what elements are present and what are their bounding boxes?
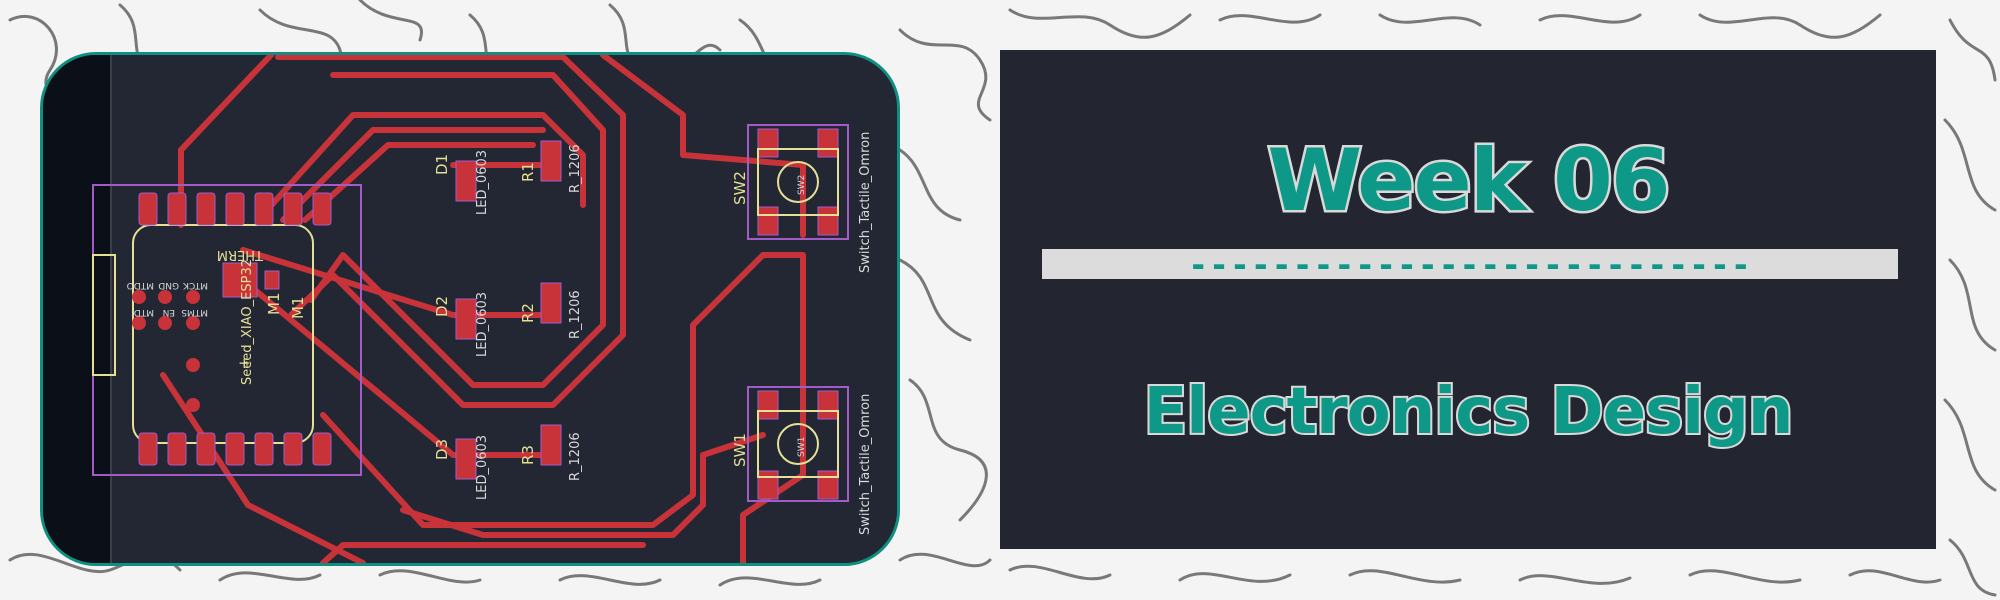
value-d3: LED_0603 [475, 435, 490, 500]
value-r3: R_1206 [568, 432, 583, 481]
switch-courtyards [747, 124, 849, 502]
switch-label-sw2: SW2 [797, 175, 807, 195]
value-d1: LED_0603 [475, 150, 490, 215]
heading-divider: --------------------------- [1042, 244, 1898, 284]
value-m1: Seeed_XIAO_ESP32 [240, 259, 255, 385]
ref-r3: R3 [519, 445, 537, 465]
pin-label-2: GND [158, 280, 179, 290]
pcb-board: D1 LED_0603 D2 LED_0603 D3 LED_0603 R1 R… [43, 55, 897, 563]
divider-dashes: --------------------------- [1188, 244, 1752, 284]
value-sw1: Switch_Tactile_Omron [858, 394, 873, 535]
topic-subheading: Electronics Design [1142, 375, 1796, 449]
switch-label-sw1: SW1 [797, 437, 807, 457]
ref-d3: D3 [433, 439, 451, 460]
pin-label-3: MTCK [182, 280, 208, 290]
ref-r2: R2 [519, 303, 537, 323]
pin-label-4: MTDI [131, 307, 154, 317]
switch-outlines [757, 148, 839, 478]
week-heading: Week 06 [1265, 131, 1673, 231]
pin-label-5: EN [163, 307, 175, 317]
board-edge-strip [43, 55, 111, 563]
ref-r1: R1 [519, 162, 537, 182]
thermal-label: THERM [217, 247, 264, 262]
ref-m1-a: M1 [265, 293, 283, 316]
value-d2: LED_0603 [475, 292, 490, 357]
value-sw2: Switch_Tactile_Omron [858, 132, 873, 273]
pin-label-6: MTMS [181, 307, 208, 317]
ref-sw1: SW1 [731, 433, 749, 467]
value-r1: R_1206 [568, 144, 583, 193]
xiao-module [92, 184, 362, 476]
bat-label: + [238, 354, 251, 372]
value-r2: R_1206 [568, 290, 583, 339]
pcb-layout-panel: D1 LED_0603 D2 LED_0603 D3 LED_0603 R1 R… [40, 52, 900, 566]
ref-d1: D1 [433, 154, 451, 175]
ref-d2: D2 [433, 296, 451, 317]
title-card: Week 06 --------------------------- Elec… [1000, 50, 1936, 549]
led-resistor-footprints [455, 124, 849, 502]
pin-label-1: MTDO [127, 280, 154, 290]
ref-sw2: SW2 [731, 171, 749, 205]
ref-m1-b: M1 [289, 297, 307, 320]
